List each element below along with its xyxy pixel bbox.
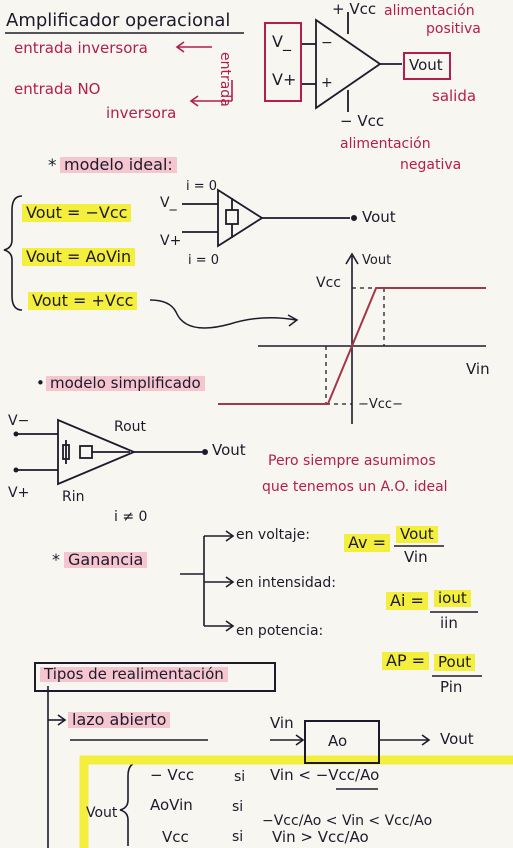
label-en-potencia: en potencia:: [236, 623, 324, 639]
ap-lhs: AP =: [382, 652, 430, 670]
label-alim-neg-1: alimentación: [340, 136, 431, 152]
case-row-3-expr: Vin > Vcc/Ao: [272, 828, 369, 846]
graph-vout-axis-label: Vout: [362, 253, 392, 268]
label-i-zero-bottom: i = 0: [188, 253, 220, 268]
label-salida: salida: [432, 87, 477, 105]
opamp-symbol-top: [300, 12, 402, 112]
label-i-zero-top: i = 0: [186, 179, 218, 194]
note-line-1: Pero siempre asumimos: [268, 453, 436, 469]
label-simplified-v-plus: V+: [8, 485, 30, 501]
label-rin: Rin: [62, 489, 85, 505]
opamp-minus-sign: −: [321, 35, 333, 51]
heading-modelo-simplificado: modelo simplificado: [46, 376, 205, 391]
label-simplified-v-minus: V−: [8, 413, 30, 429]
gain-block-ao: Ao: [328, 732, 348, 750]
label-i-not-zero: i ≠ 0: [114, 509, 148, 525]
cases-vout-label: Vout: [86, 805, 118, 821]
heading-lazo-abierto: lazo abierto: [68, 712, 171, 728]
case-row-1-expr: Vin < −Vcc/Ao: [270, 766, 380, 784]
gain-star: *: [52, 550, 60, 569]
av-lhs: Av =: [344, 534, 390, 552]
label-vcc-positive: + Vcc: [332, 0, 377, 18]
feedback-heading-box: [34, 662, 276, 692]
ap-numerator: Pout: [434, 654, 476, 671]
label-ideal-v-minus: V_: [160, 195, 177, 211]
case-row-3-cond: si: [232, 829, 244, 845]
transfer-curve: [218, 287, 486, 405]
av-denominator: Vin: [404, 548, 428, 566]
label-ideal-vout: Vout: [362, 208, 396, 226]
opamp-symbol-ideal: [182, 188, 350, 248]
input-bracket-box: [264, 22, 302, 102]
equation-vout-neg-vcc: Vout = −Vcc: [22, 204, 132, 222]
graph-neg-vcc-label: −Vcc−: [358, 397, 403, 412]
graph-vcc-label: Vcc: [316, 275, 341, 291]
label-en-voltaje: en voltaje:: [236, 527, 310, 543]
ai-numerator: iout: [434, 590, 471, 607]
transfer-graph-axes: [258, 252, 486, 424]
case-row-2-expr: −Vcc/Ao < Vin < Vcc/Ao: [262, 813, 433, 829]
note-line-2: que tenemos un A.O. ideal: [262, 479, 448, 495]
label-inversora: inversora: [106, 104, 177, 122]
label-en-intensidad: en intensidad:: [236, 575, 336, 591]
label-alim-pos-1: alimentación: [384, 3, 475, 19]
case-row-2-value: AoVin: [150, 796, 193, 814]
equation-vout-pos-vcc: Vout = +Vcc: [28, 292, 138, 310]
label-ideal-v-plus: V+: [160, 233, 182, 249]
label-simplified-vout: Vout: [212, 441, 246, 459]
vout-box: [403, 52, 451, 80]
heading-ganancia: Ganancia: [64, 552, 148, 568]
case-row-1-cond: si: [234, 769, 246, 785]
label-entrada-inversora: entrada inversora: [14, 39, 148, 57]
simplified-bullet: •: [36, 374, 45, 392]
label-v-minus: V_: [272, 32, 291, 51]
label-entrada-no: entrada NO: [14, 80, 101, 98]
ideal-star: *: [48, 156, 57, 176]
ai-denominator: iin: [440, 614, 458, 632]
label-alim-pos-2: positiva: [426, 21, 481, 37]
label-vcc-negative: − Vcc: [340, 112, 385, 130]
opamp-plus-sign: +: [321, 75, 333, 91]
ap-denominator: Pin: [440, 678, 463, 696]
heading-tipos-realimentacion: Tipos de realimentación: [40, 667, 228, 682]
case-row-2-cond: si: [232, 799, 244, 815]
ai-lhs: Ai =: [386, 592, 428, 610]
label-rout: Rout: [114, 419, 147, 435]
graph-vin-axis-label: Vin: [466, 360, 490, 378]
label-entrada-vertical: entrada: [217, 52, 233, 107]
heading-modelo-ideal: modelo ideal:: [60, 157, 177, 173]
block-input-vin: Vin: [270, 714, 294, 732]
case-row-1-value: − Vcc: [150, 766, 195, 784]
block-output-vout: Vout: [440, 730, 474, 748]
case-row-3-value: Vcc: [162, 828, 189, 846]
label-alim-neg-2: negativa: [400, 157, 462, 173]
equation-vout-aovin: Vout = AoVin: [22, 248, 136, 266]
label-v-plus: V+: [272, 70, 297, 89]
page-title: Amplificador operacional: [6, 10, 231, 31]
opamp-symbol-simplified: [16, 418, 202, 486]
gain-block-box: [304, 720, 380, 764]
label-vout-top: Vout: [409, 56, 443, 74]
av-numerator: Vout: [396, 526, 438, 543]
